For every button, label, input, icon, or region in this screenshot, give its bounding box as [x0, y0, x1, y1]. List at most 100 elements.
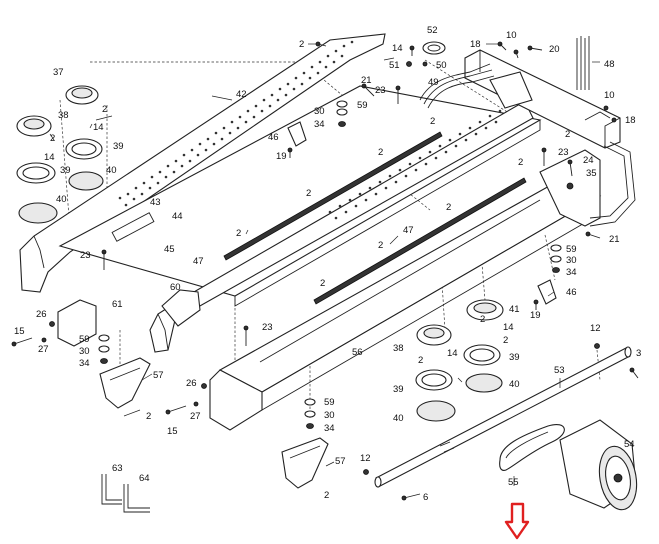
- motor-54: [559, 419, 638, 511]
- label-2h: 2: [306, 188, 311, 199]
- label-59: 59: [357, 100, 368, 111]
- label-14b: 14: [93, 122, 104, 133]
- label-26b: 26: [186, 378, 197, 389]
- cable-ties-48: [576, 36, 590, 90]
- label-61: 61: [112, 299, 123, 310]
- foot-57-right: [281, 437, 329, 489]
- label-14e: 14: [447, 348, 458, 359]
- label-57b: 57: [335, 456, 346, 467]
- bolt-12-right: [594, 343, 600, 349]
- bolt-23-mid: [541, 147, 547, 166]
- label-23b: 23: [558, 147, 569, 158]
- label-37: 37: [53, 67, 64, 78]
- label-14c: 14: [44, 152, 55, 163]
- front-bracket-61: [57, 299, 97, 347]
- part-labels: 2 52 14 18 10 20 51 50 48 37 21 49 23 42…: [14, 25, 641, 503]
- bolt-18-top: [497, 41, 507, 51]
- label-44: 44: [172, 211, 183, 222]
- label-52: 52: [427, 25, 438, 36]
- label-39d: 39: [393, 384, 404, 395]
- label-10b: 10: [604, 90, 615, 101]
- label-43: 43: [150, 197, 161, 208]
- label-46: 46: [268, 132, 279, 143]
- label-34c: 34: [79, 358, 90, 369]
- label-2k: 2: [378, 240, 383, 251]
- label-18: 18: [470, 39, 481, 50]
- label-40d: 40: [393, 413, 404, 424]
- bracket-46-lower: [537, 279, 557, 305]
- rail-right-holes: [328, 109, 502, 220]
- wrenches-63-64: [101, 474, 150, 513]
- label-3: 3: [636, 348, 641, 359]
- bolt-26-left: [49, 321, 55, 327]
- bolt-21-right: [585, 231, 601, 239]
- label-40b: 40: [56, 194, 67, 205]
- label-20: 20: [549, 44, 560, 55]
- bolt-15-left: [11, 337, 33, 347]
- bolt-23-upper: [395, 85, 401, 104]
- rail-42-holes: [118, 40, 354, 207]
- label-2p: 2: [146, 411, 151, 422]
- bolt-6: [401, 493, 421, 501]
- label-23: 23: [375, 85, 386, 96]
- bolt-19-lower: [533, 299, 539, 310]
- rail-strips-47: [223, 131, 527, 305]
- label-2q: 2: [324, 490, 329, 501]
- hardware: [11, 41, 639, 513]
- label-10: 10: [506, 30, 517, 41]
- bolt-15-mid: [165, 405, 187, 415]
- foot-57-left: [99, 357, 151, 409]
- roller-53: [374, 346, 632, 488]
- roller-parts-right-group: [415, 299, 504, 422]
- bolt-24: [567, 159, 573, 177]
- label-30d: 30: [324, 410, 335, 421]
- label-50: 50: [436, 60, 447, 71]
- bolt-10-right: [603, 105, 609, 111]
- label-49: 49: [428, 77, 439, 88]
- label-2j: 2: [236, 228, 241, 239]
- label-47b: 47: [193, 256, 204, 267]
- label-14d: 14: [503, 322, 514, 333]
- deck: [58, 85, 542, 307]
- bolt-27-left: [41, 337, 47, 343]
- washer-stack-upper: [336, 100, 348, 127]
- label-38: 38: [58, 110, 69, 121]
- label-6: 6: [423, 492, 428, 503]
- bolt-21-top: [361, 83, 375, 97]
- bolt-18-right: [611, 117, 617, 123]
- label-53: 53: [554, 365, 565, 376]
- label-64: 64: [139, 473, 150, 484]
- label-2o: 2: [418, 355, 423, 366]
- bracket-46-upper: [287, 121, 307, 147]
- label-41: 41: [509, 304, 520, 315]
- bolt-23-center: [243, 325, 249, 346]
- label-59c: 59: [79, 334, 90, 345]
- label-2e: 2: [50, 133, 55, 144]
- drive-belt-55: [499, 424, 565, 471]
- bolt-27-mid: [193, 401, 199, 407]
- bolt-12-left: [363, 469, 369, 475]
- bolt-20-top: [527, 45, 543, 51]
- label-55: 55: [508, 477, 519, 488]
- label-59b: 59: [566, 244, 577, 255]
- bolt-26-mid: [201, 383, 207, 389]
- label-59d: 59: [324, 397, 335, 408]
- leader-lines: [49, 43, 600, 486]
- label-60: 60: [170, 282, 181, 293]
- label-2m: 2: [480, 314, 485, 325]
- label-27b: 27: [190, 411, 201, 422]
- washer-stack-center: [304, 398, 316, 429]
- bolt-14-top: [409, 45, 415, 56]
- label-30: 30: [314, 106, 325, 117]
- label-54: 54: [624, 439, 635, 450]
- label-42: 42: [236, 89, 247, 100]
- bolt-50: [422, 61, 428, 67]
- label-23d: 23: [262, 322, 273, 333]
- label-40: 40: [106, 165, 117, 176]
- label-51: 51: [389, 60, 400, 71]
- label-38b: 38: [393, 343, 404, 354]
- label-34b: 34: [566, 267, 577, 278]
- label-14: 14: [392, 43, 403, 54]
- bolt-23-left: [101, 249, 107, 270]
- label-39: 39: [113, 141, 124, 152]
